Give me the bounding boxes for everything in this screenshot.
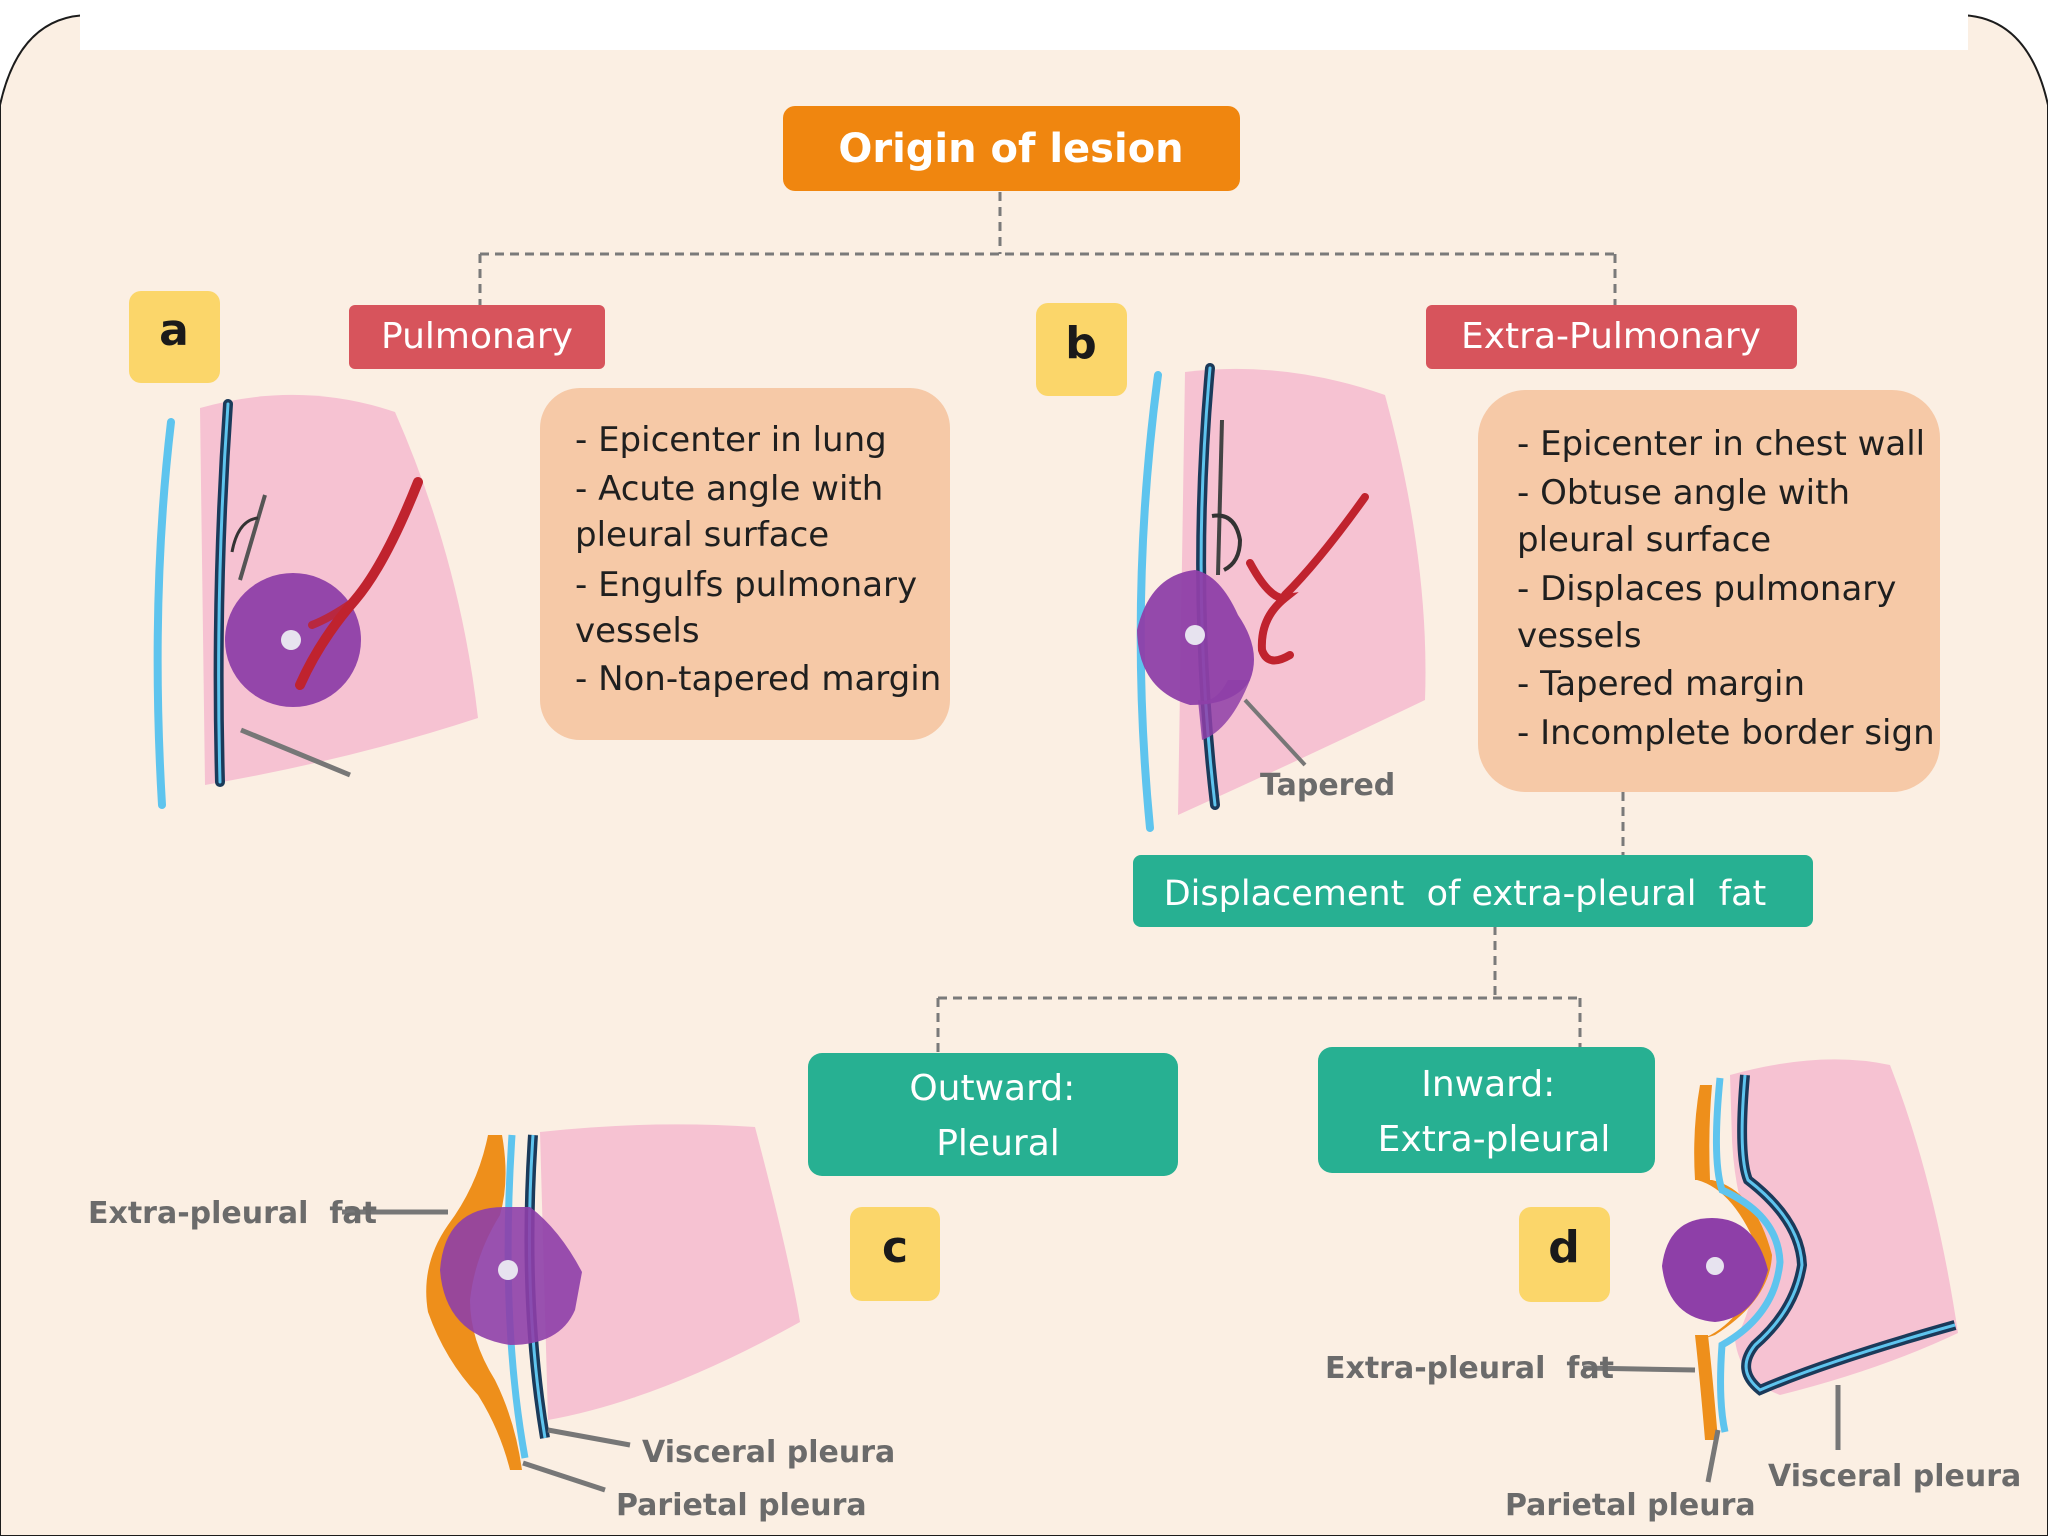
extra-pulmonary-feature-line: - Incomplete border sign bbox=[1517, 713, 1935, 753]
inward-label: Inward: Extra-pleural bbox=[1378, 1064, 1611, 1160]
illustration-c: Extra-pleural fat Visceral pleura Pariet… bbox=[88, 1124, 895, 1523]
extra-pulmonary-features-bg bbox=[1478, 390, 1940, 792]
illustration-d-fat bbox=[1694, 1085, 1718, 1440]
extra-pulmonary-node: Extra-Pulmonary bbox=[1426, 305, 1797, 369]
illustration-b-vessel-fork bbox=[1246, 559, 1299, 665]
illustration-b-angle-line bbox=[1216, 419, 1224, 576]
panel-label-c-box bbox=[850, 1207, 940, 1301]
illustration-b-taper bbox=[1198, 680, 1250, 740]
pulmonary-feature-line: - Acute angle with bbox=[575, 469, 883, 509]
panel-label-c: c bbox=[850, 1207, 940, 1301]
illustration-c-visceral-pointer bbox=[547, 1427, 631, 1448]
illustration-d-parietal-pointer bbox=[1705, 1429, 1721, 1483]
illustration-a-angle-line bbox=[238, 494, 267, 581]
outward-node: Outward: Pleural bbox=[808, 1053, 1178, 1176]
extra-pulmonary-feature-line: vessels bbox=[1517, 616, 1642, 656]
pulmonary-node: Pulmonary bbox=[349, 305, 605, 369]
inward-box bbox=[1318, 1047, 1655, 1173]
illustration-a-pleura-inner bbox=[217, 402, 230, 784]
extra-pulmonary-box bbox=[1426, 305, 1797, 369]
illustration-a-lesion-center bbox=[281, 630, 301, 650]
c-fat-label: Extra-pleural fat bbox=[88, 1196, 377, 1231]
illustration-c-fat bbox=[426, 1135, 522, 1470]
extra-pulmonary-feature-line: pleural surface bbox=[1517, 520, 1771, 560]
panel-label-d-text: d bbox=[1548, 1222, 1580, 1273]
illustration-c-lung bbox=[540, 1124, 800, 1420]
title-box bbox=[783, 106, 1240, 191]
extra-pulmonary-feature-line: - Displaces pulmonary bbox=[1517, 569, 1896, 609]
inward-node: Inward: Extra-pleural bbox=[1318, 1047, 1655, 1173]
extra-pulmonary-features-card: - Epicenter in chest wall - Obtuse angle… bbox=[1478, 390, 1940, 792]
panel-label-b-text: b bbox=[1065, 318, 1097, 369]
extra-pulmonary-feature-line: - Obtuse angle with bbox=[1517, 473, 1850, 513]
outward-box bbox=[808, 1053, 1178, 1176]
extra-pulmonary-feature-line: - Epicenter in chest wall bbox=[1517, 424, 1925, 464]
illustration-a-angle-arc bbox=[230, 516, 259, 553]
pulmonary-feature-line: - Non-tapered margin bbox=[575, 659, 941, 699]
illustration-d-fat-pointer bbox=[1582, 1365, 1696, 1373]
illustration-a bbox=[153, 394, 478, 809]
illustration-b-tapered-pointer bbox=[1243, 698, 1307, 767]
illustration-b-lung bbox=[1178, 368, 1426, 815]
panel-label-d-box bbox=[1519, 1207, 1610, 1302]
pulmonary-features-card: - Epicenter in lung - Acute angle with p… bbox=[540, 388, 950, 740]
illustration-d: Extra-pleural fat Parietal pleura Viscer… bbox=[1325, 1059, 2021, 1523]
panel-label-c-text: c bbox=[882, 1222, 908, 1273]
pulmonary-features-bg bbox=[540, 388, 950, 740]
displacement-node: Displacement of extra-pleural fat bbox=[1133, 855, 1813, 927]
d-fat-label: Extra-pleural fat bbox=[1325, 1351, 1614, 1386]
c-parietal-label: Parietal pleura bbox=[616, 1488, 867, 1523]
illustration-d-parietal-pleura bbox=[1712, 1077, 1784, 1433]
panel-label-a-text: a bbox=[159, 305, 189, 356]
d-parietal-label: Parietal pleura bbox=[1505, 1488, 1756, 1523]
illustration-b-vessel bbox=[1281, 493, 1369, 599]
extra-pulmonary-features-text: - Epicenter in chest wall - Obtuse angle… bbox=[1517, 424, 1936, 753]
panel-label-a-box bbox=[129, 291, 220, 383]
pulmonary-feature-line: vessels bbox=[575, 611, 700, 651]
inward-line-2: Extra-pleural bbox=[1378, 1119, 1611, 1160]
illustration-b: Tapered bbox=[1136, 363, 1426, 832]
illustration-c-lesion-center bbox=[498, 1260, 518, 1280]
outward-line-1: Outward: bbox=[909, 1068, 1075, 1109]
pulmonary-features-text: - Epicenter in lung - Acute angle with p… bbox=[575, 420, 941, 699]
illustration-b-angle-arc bbox=[1211, 513, 1243, 572]
illustration-d-lesion-center bbox=[1706, 1257, 1724, 1275]
panel-label-b-box bbox=[1036, 303, 1127, 396]
illustration-a-pleura-blue bbox=[153, 418, 175, 809]
extra-pulmonary-label: Extra-Pulmonary bbox=[1461, 316, 1761, 357]
illustration-b-lesion-center bbox=[1185, 625, 1205, 645]
illustration-b-pleura-blue bbox=[1136, 371, 1162, 832]
panel-label-a: a bbox=[129, 291, 220, 383]
c-visceral-label: Visceral pleura bbox=[642, 1435, 895, 1470]
extra-pulmonary-feature-line: - Tapered margin bbox=[1517, 664, 1805, 704]
pulmonary-feature-line: - Epicenter in lung bbox=[575, 420, 887, 460]
outward-line-2: Pleural bbox=[936, 1123, 1060, 1164]
tapered-label: Tapered bbox=[1260, 768, 1395, 803]
tree-connectors bbox=[478, 192, 1625, 1053]
title-text: Origin of lesion bbox=[838, 126, 1183, 172]
title-node: Origin of lesion bbox=[783, 106, 1240, 191]
displacement-box bbox=[1133, 855, 1813, 927]
pulmonary-label: Pulmonary bbox=[381, 316, 573, 357]
illustration-a-margin-pointer bbox=[240, 727, 351, 778]
panel-label-b: b bbox=[1036, 303, 1127, 396]
illustration-a-vessel-branch bbox=[308, 598, 357, 629]
pulmonary-feature-line: - Engulfs pulmonary bbox=[575, 565, 917, 605]
displacement-label: Displacement of extra-pleural fat bbox=[1164, 874, 1767, 914]
illustration-d-visceral-inner bbox=[1740, 1074, 1956, 1392]
d-visceral-label: Visceral pleura bbox=[1768, 1459, 2021, 1494]
pulmonary-feature-line: pleural surface bbox=[575, 515, 829, 555]
panel-label-d: d bbox=[1519, 1207, 1610, 1302]
pulmonary-box bbox=[349, 305, 605, 369]
illustration-c-parietal-pointer bbox=[522, 1460, 606, 1493]
outward-label: Outward: Pleural bbox=[909, 1068, 1086, 1164]
top-white-band bbox=[80, 0, 1968, 50]
inward-line-1: Inward: bbox=[1421, 1064, 1555, 1105]
